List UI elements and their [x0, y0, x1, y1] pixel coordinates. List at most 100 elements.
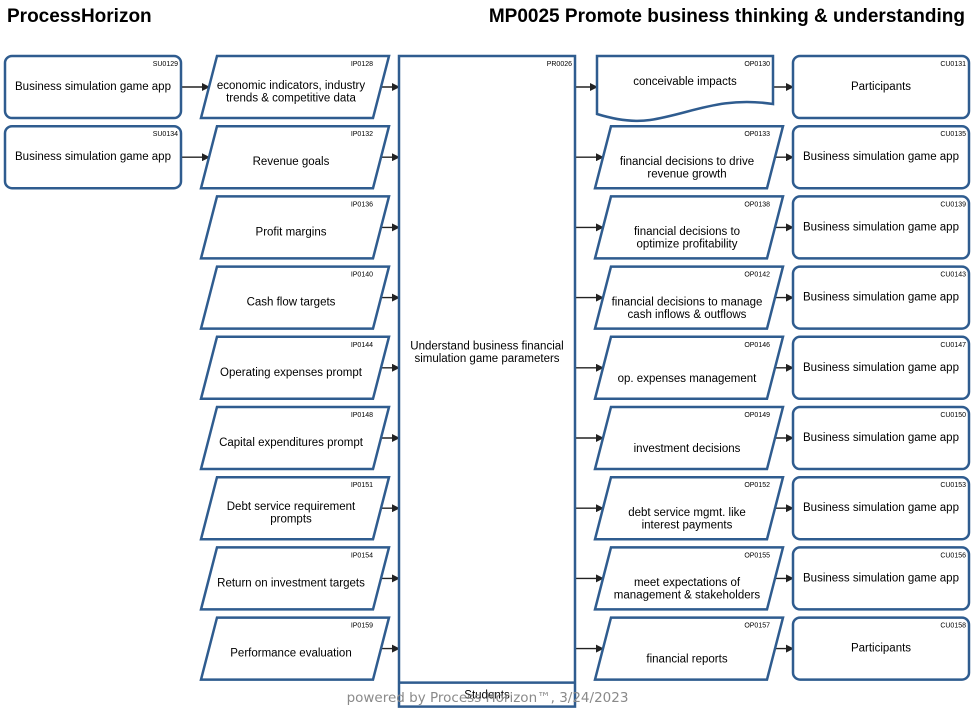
output-code: OP0146 [744, 342, 770, 349]
output-label: debt service mgmt. like [628, 507, 746, 519]
customer-code: CU0147 [940, 342, 966, 349]
customer-code: CU0139 [940, 201, 966, 208]
output-label: financial reports [646, 654, 727, 666]
output-label: interest payments [642, 519, 733, 531]
footer-credit: powered by Process Horizon™, 3/24/2023 [346, 690, 629, 706]
customer-code: CU0156 [940, 552, 966, 559]
input-shape [199, 54, 391, 120]
output-box[interactable]: OP0157 financial reports [593, 616, 785, 681]
customer-code: CU0150 [940, 412, 966, 419]
input-code: IP0148 [351, 412, 373, 419]
customer-shape [791, 265, 971, 330]
process-shape [397, 54, 577, 708]
output-shape [593, 475, 785, 541]
customer-label: Participants [851, 81, 911, 93]
input-label: economic indicators, industry [217, 80, 366, 92]
customer-label: Participants [851, 643, 911, 655]
input-shape [199, 265, 391, 330]
customer-code: CU0131 [940, 61, 966, 68]
output-document-shape [595, 54, 775, 123]
supplier-shape [3, 54, 183, 120]
output-code: OP0152 [744, 482, 770, 489]
process-role: Students [464, 690, 510, 702]
input-label: Return on investment targets [217, 577, 365, 589]
customer-code: CU0143 [940, 272, 966, 279]
output-shape [593, 335, 785, 401]
customer-label: Business simulation game app [803, 432, 959, 444]
output-label: cash inflows & outflows [628, 309, 747, 321]
input-code: IP0154 [351, 552, 373, 559]
output-code: OP0155 [744, 552, 770, 559]
input-code: IP0132 [351, 131, 373, 138]
input-code: IP0136 [351, 201, 373, 208]
customer-shape [791, 335, 971, 401]
input-shape [199, 405, 391, 471]
output-label: conceivable impacts [633, 76, 737, 88]
output-label: optimize profitability [637, 239, 738, 251]
page-title: MP0025 Promote business thinking & under… [488, 6, 965, 27]
output-shape [593, 405, 785, 471]
input-code: IP0140 [351, 272, 373, 279]
customer-label: Business simulation game app [803, 292, 959, 304]
output-code: OP0157 [744, 623, 770, 630]
customer-code: CU0158 [940, 623, 966, 630]
process-label: Understand business financial [410, 341, 563, 353]
input-label: Cash flow targets [247, 297, 336, 309]
input-code: IP0144 [351, 342, 373, 349]
brand-title: ProcessHorizon [7, 6, 152, 27]
output-label: financial decisions to drive [620, 156, 754, 168]
input-code: IP0128 [351, 61, 373, 68]
output-label: meet expectations of [634, 577, 741, 589]
process-code: PR0026 [547, 61, 572, 68]
output-shape [593, 265, 785, 330]
customer-shape [791, 475, 971, 541]
input-label: Profit margins [256, 226, 327, 238]
output-code: OP0142 [744, 272, 770, 279]
output-shape [593, 616, 785, 681]
supplier-label: Business simulation game app [15, 151, 171, 163]
input-code: IP0151 [351, 482, 373, 489]
input-shape [199, 335, 391, 401]
output-box[interactable]: OP0142 financial decisions to managecash … [593, 265, 785, 330]
supplier-code: SU0129 [153, 61, 178, 68]
input-shape [199, 616, 391, 681]
customer-shape [791, 616, 971, 681]
customer-shape [791, 54, 971, 120]
customer-label: Business simulation game app [803, 362, 959, 374]
process-label: simulation game parameters [414, 353, 559, 365]
input-label: Debt service requirement [227, 501, 356, 513]
supplier-code: SU0134 [153, 131, 178, 138]
output-label: financial decisions to [634, 226, 740, 238]
output-code: OP0149 [744, 412, 770, 419]
output-label: financial decisions to manage [612, 296, 763, 308]
